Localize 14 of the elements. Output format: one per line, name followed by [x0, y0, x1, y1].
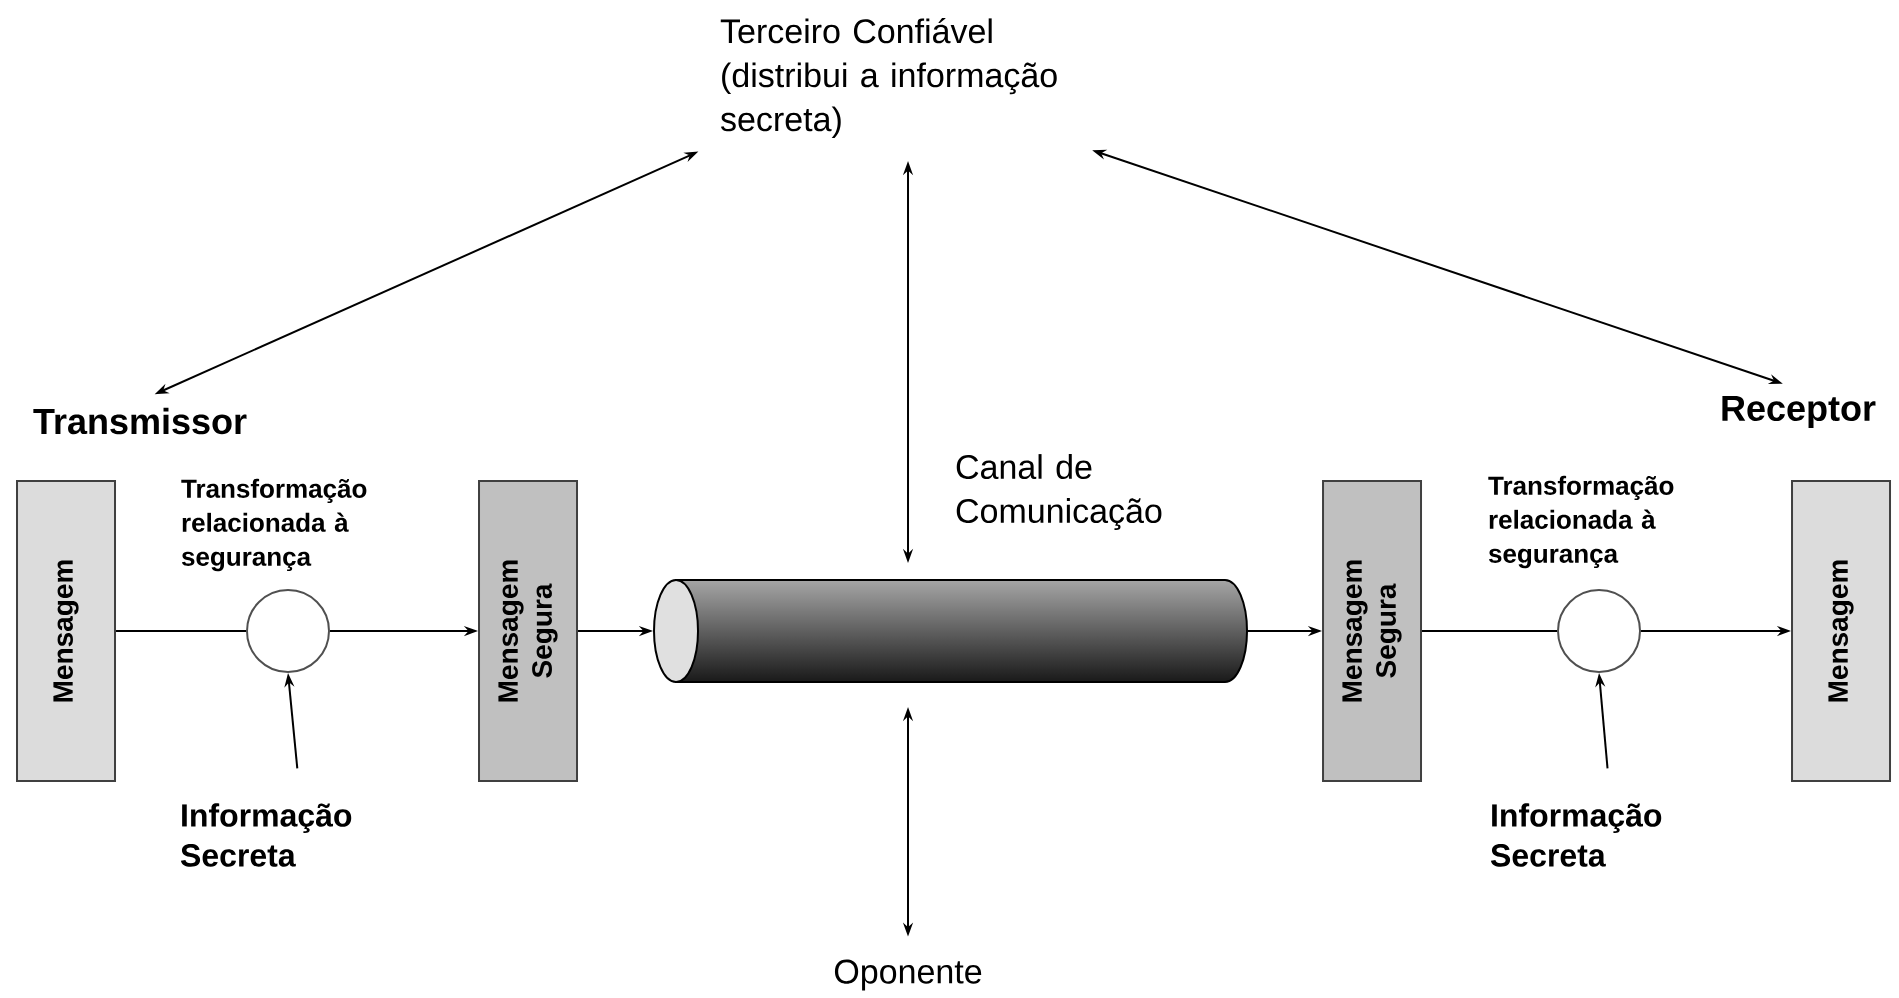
receiver-label: Receptor	[1722, 395, 1876, 429]
node-label: Transformação relacionada à segurança	[1488, 475, 1674, 569]
message-box: Mensagem	[16, 480, 116, 782]
input-label: Informação Secreta	[1490, 803, 1662, 867]
input-label: Informação Secreta	[180, 803, 352, 867]
opponent-label: Oponente	[834, 959, 982, 991]
secure-message-box: Mensagem Segura	[478, 480, 578, 782]
message-box: Mensagem	[1791, 480, 1891, 782]
channel-cylinder: Canal de Comunicação	[653, 454, 1248, 683]
node-label: Transformação relacionada à segurança	[181, 478, 367, 572]
secure-message-box: Mensagem Segura	[1322, 480, 1422, 782]
sender-label: Transmissor	[33, 407, 247, 435]
node-label: Canal de Comunicação	[956, 454, 1162, 530]
heading-text: Terceiro Confiável (distribui a informação secreta)	[720, 18, 1057, 139]
